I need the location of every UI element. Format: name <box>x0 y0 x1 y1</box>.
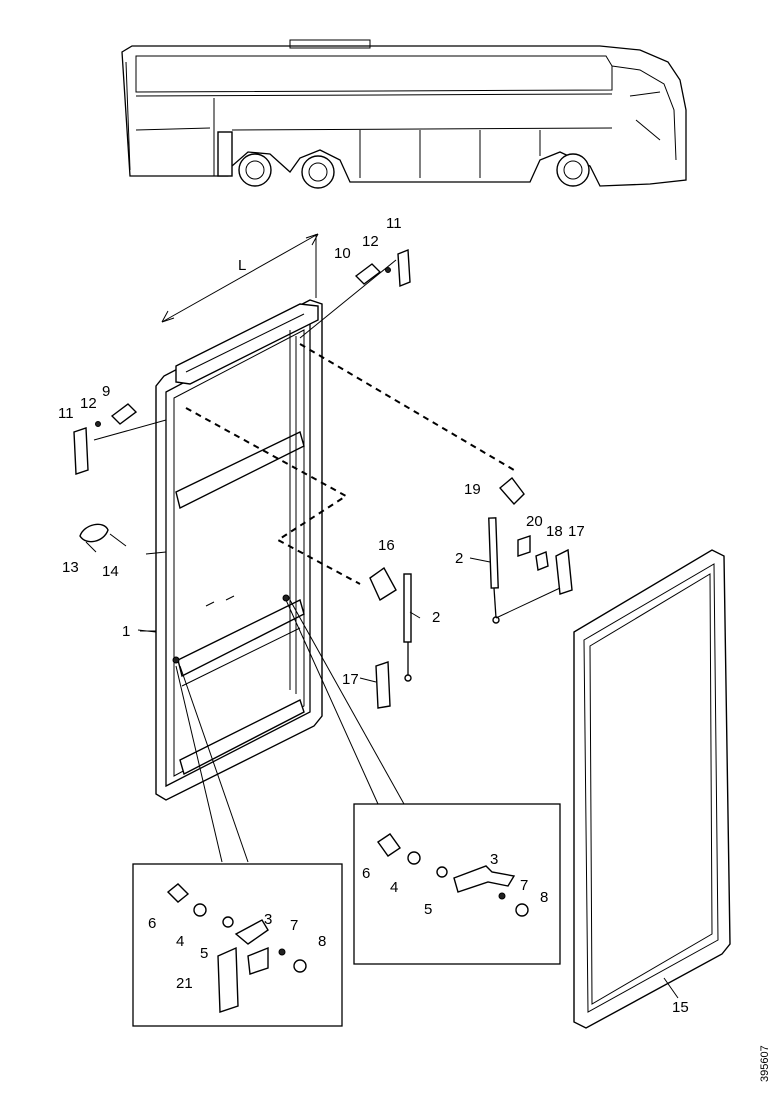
callout-9: 9 <box>102 383 110 400</box>
bus-overview <box>121 39 687 189</box>
hinge-top-right <box>354 248 411 288</box>
hinge-left <box>73 403 138 475</box>
callout-13: 13 <box>62 559 79 576</box>
callout-21: 21 <box>176 975 193 992</box>
callout-3b: 3 <box>264 911 272 928</box>
dimension-l: L <box>161 233 319 323</box>
callout-12b: 12 <box>80 395 97 412</box>
callout-7b: 7 <box>290 917 298 934</box>
door-frame <box>93 259 515 801</box>
detail-box-left <box>132 863 343 1027</box>
callout-8a: 8 <box>540 889 548 906</box>
callout-17b: 17 <box>342 671 359 688</box>
callout-20: 20 <box>526 513 543 530</box>
callout-11b: 11 <box>58 405 74 422</box>
callout-3a: 3 <box>490 851 498 868</box>
dimension-l-label: L <box>238 257 246 274</box>
document-id: 395607 <box>759 1045 771 1082</box>
callout-6a: 6 <box>362 865 370 882</box>
callout-10: 10 <box>334 245 351 262</box>
callout-17a: 17 <box>568 523 585 540</box>
gas-strut-center <box>369 566 412 709</box>
door-seal <box>573 549 731 1029</box>
callout-19: 19 <box>464 481 481 498</box>
callout-14: 14 <box>102 563 119 580</box>
handle-part <box>79 523 127 547</box>
callout-4a: 4 <box>390 879 398 896</box>
callout-2a: 2 <box>455 550 463 567</box>
callout-16: 16 <box>378 537 395 554</box>
callout-18: 18 <box>546 523 563 540</box>
callouts: 1 2 2 9 10 11 11 12 12 13 14 15 16 17 17… <box>58 215 689 1016</box>
callout-7a: 7 <box>520 877 528 894</box>
callout-8b: 8 <box>318 933 326 950</box>
callout-5b: 5 <box>200 945 208 962</box>
callout-6b: 6 <box>148 915 156 932</box>
callout-1: 1 <box>122 623 130 640</box>
callout-5a: 5 <box>424 901 432 918</box>
callout-2b: 2 <box>432 609 440 626</box>
detail-leaders <box>175 599 405 863</box>
callout-leaders <box>85 541 491 683</box>
gas-strut-right <box>488 476 573 624</box>
callout-4b: 4 <box>176 933 184 950</box>
detail-box-right <box>353 803 561 965</box>
callout-11a: 11 <box>386 215 402 232</box>
callout-15: 15 <box>672 999 689 1016</box>
callout-12a: 12 <box>362 233 379 250</box>
